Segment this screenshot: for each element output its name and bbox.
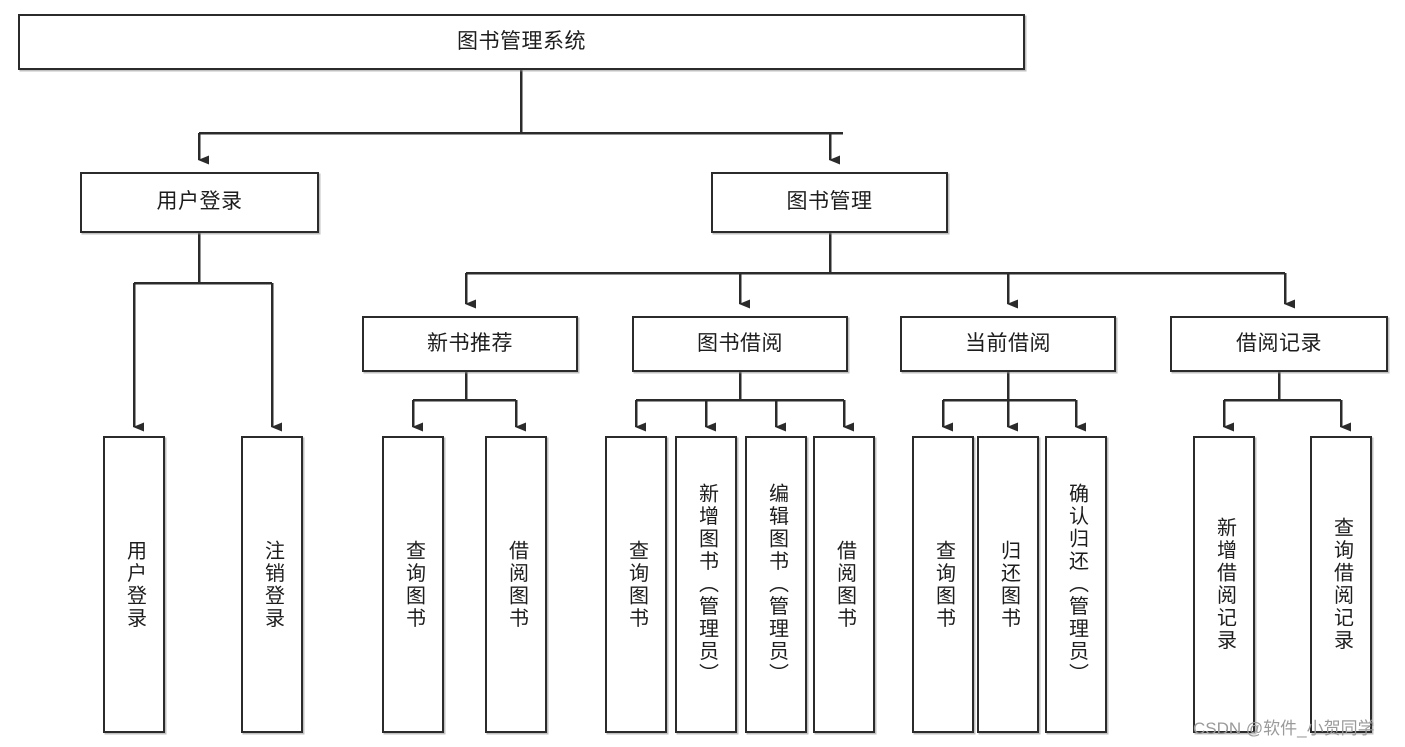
node-leaf-user-login[interactable]: 用户登录 <box>103 436 165 733</box>
node-current-borrow[interactable]: 当前借阅 <box>900 316 1116 372</box>
node-label: 用户登录 <box>156 190 243 214</box>
node-leaf-add-book-admin[interactable]: 新增图书（管理员） <box>675 436 737 733</box>
node-leaf-return-book[interactable]: 归还图书 <box>977 436 1039 733</box>
node-label: 注销登录 <box>261 539 284 630</box>
node-label: 图书管理 <box>786 190 873 214</box>
csdn-watermark: CSDN @软件_小贺同学 <box>1193 719 1375 738</box>
node-leaf-query-book-borrow[interactable]: 查询图书 <box>605 436 667 733</box>
node-label: 图书借阅 <box>697 331 783 355</box>
node-root-book-management-system[interactable]: 图书管理系统 <box>18 14 1025 70</box>
node-leaf-query-book-recommend[interactable]: 查询图书 <box>382 436 444 733</box>
node-leaf-borrow-book-recommend[interactable]: 借阅图书 <box>485 436 547 733</box>
node-leaf-query-book-current[interactable]: 查询图书 <box>912 436 974 733</box>
node-label: 新增借阅记录 <box>1213 517 1236 652</box>
node-leaf-logout[interactable]: 注销登录 <box>241 436 303 733</box>
node-leaf-edit-book-admin[interactable]: 编辑图书（管理员） <box>745 436 807 733</box>
node-label: 借阅图书 <box>833 539 856 630</box>
node-label: 借阅记录 <box>1236 331 1322 355</box>
node-new-book-recommend[interactable]: 新书推荐 <box>362 316 578 372</box>
node-label: 查询图书 <box>932 539 955 630</box>
node-leaf-add-borrow-record[interactable]: 新增借阅记录 <box>1193 436 1255 733</box>
node-label: 归还图书 <box>997 539 1020 630</box>
node-user-login[interactable]: 用户登录 <box>80 172 319 233</box>
node-label: 当前借阅 <box>965 331 1051 355</box>
node-book-borrow[interactable]: 图书借阅 <box>632 316 848 372</box>
node-label: 编辑图书（管理员） <box>765 483 788 686</box>
node-label: 查询图书 <box>402 539 425 630</box>
node-leaf-borrow-book[interactable]: 借阅图书 <box>813 436 875 733</box>
node-label: 新增图书（管理员） <box>695 483 718 686</box>
node-label: 借阅图书 <box>505 539 528 630</box>
node-label: 查询图书 <box>625 539 648 630</box>
node-leaf-query-borrow-record[interactable]: 查询借阅记录 <box>1310 436 1372 733</box>
node-label: 确认归还（管理员） <box>1065 483 1088 686</box>
node-label: 查询借阅记录 <box>1330 517 1353 652</box>
node-leaf-confirm-return-admin[interactable]: 确认归还（管理员） <box>1045 436 1107 733</box>
node-label: 用户登录 <box>123 539 146 630</box>
node-book-management[interactable]: 图书管理 <box>711 172 948 233</box>
node-borrow-record[interactable]: 借阅记录 <box>1170 316 1388 372</box>
node-label: 图书管理系统 <box>457 29 586 53</box>
node-label: 新书推荐 <box>427 331 513 355</box>
